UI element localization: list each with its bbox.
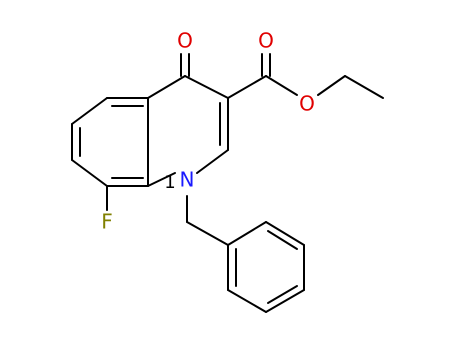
bond-c2-n1 bbox=[196, 149, 229, 174]
bond-c5-c6 bbox=[71, 97, 108, 125]
bond-ch2-ipso bbox=[186, 221, 229, 246]
bond-n1-c8a bbox=[147, 172, 176, 187]
fluorine-label: F bbox=[101, 210, 113, 234]
ester-oxygen-label: O bbox=[299, 92, 315, 116]
bond-ch2-ch3 bbox=[344, 75, 384, 99]
bond-ph-2-3 bbox=[265, 221, 305, 246]
bond-ph-2-3-inner bbox=[267, 230, 298, 250]
nitrogen-locant-label: 1 bbox=[164, 172, 175, 193]
bond-ph-4-5-inner bbox=[267, 285, 298, 304]
bond-ph-4-5 bbox=[265, 289, 305, 313]
bond-c7-c8 bbox=[71, 159, 108, 187]
ketone-oxygen-label: O bbox=[177, 29, 193, 53]
bond-layer bbox=[71, 53, 384, 313]
carbonyl-oxygen-label: O bbox=[258, 29, 274, 53]
bond-ph-5-6 bbox=[227, 289, 267, 313]
bond-c4a-c4 bbox=[147, 75, 186, 99]
bond-ester-c-o-single bbox=[265, 75, 298, 96]
bond-c4-c3 bbox=[184, 75, 229, 99]
bond-ph-1-2 bbox=[227, 221, 267, 246]
bond-c3-ester-carbon bbox=[227, 75, 267, 99]
bond-o-ch2 bbox=[317, 75, 346, 96]
atom-label-layer: O O O N 1 F bbox=[101, 29, 315, 234]
ring-nitrogen-label: N bbox=[180, 168, 195, 192]
